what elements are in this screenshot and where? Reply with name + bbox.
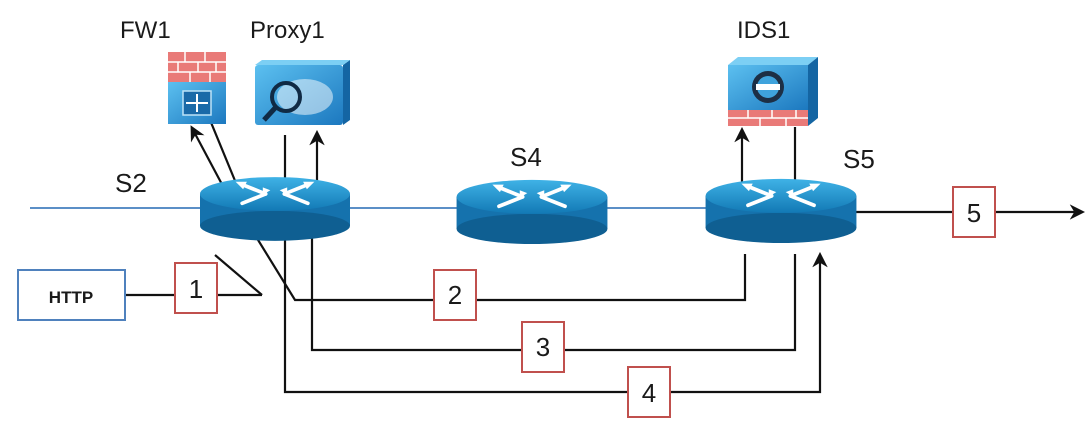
switch-s4-icon (456, 178, 608, 244)
switch-s2-icon (200, 175, 350, 241)
switch-s5-icon (705, 177, 857, 243)
step-4-number: 4 (642, 378, 656, 408)
firewall-icon (168, 52, 226, 124)
s4-label: S4 (510, 142, 542, 172)
ids1-label: IDS1 (737, 17, 790, 44)
path-4-line (283, 235, 828, 394)
step-1-number: 1 (189, 274, 203, 304)
http-source-box: HTTP (17, 269, 126, 321)
s2-label: S2 (115, 168, 147, 198)
step-5-number: 5 (967, 198, 981, 228)
ids-icon (728, 57, 818, 126)
s5-label: S5 (843, 144, 875, 174)
http-label: HTTP (49, 288, 93, 307)
step-5-box: 5 (952, 186, 996, 238)
s2-to-fw1-arrow (190, 125, 226, 191)
step-2-number: 2 (448, 280, 462, 310)
step-3-number: 3 (536, 332, 550, 362)
path-2-line (254, 234, 747, 302)
step-3-box: 3 (521, 321, 565, 373)
proxy1-label: Proxy1 (250, 17, 325, 44)
fw1-label: FW1 (120, 17, 171, 44)
proxy-icon (255, 60, 350, 125)
step-4-box: 4 (627, 366, 671, 418)
s2-return-up (214, 254, 263, 296)
step-1-box: 1 (174, 262, 218, 314)
step-2-box: 2 (433, 269, 477, 321)
fw1-to-s2-line (208, 119, 240, 189)
